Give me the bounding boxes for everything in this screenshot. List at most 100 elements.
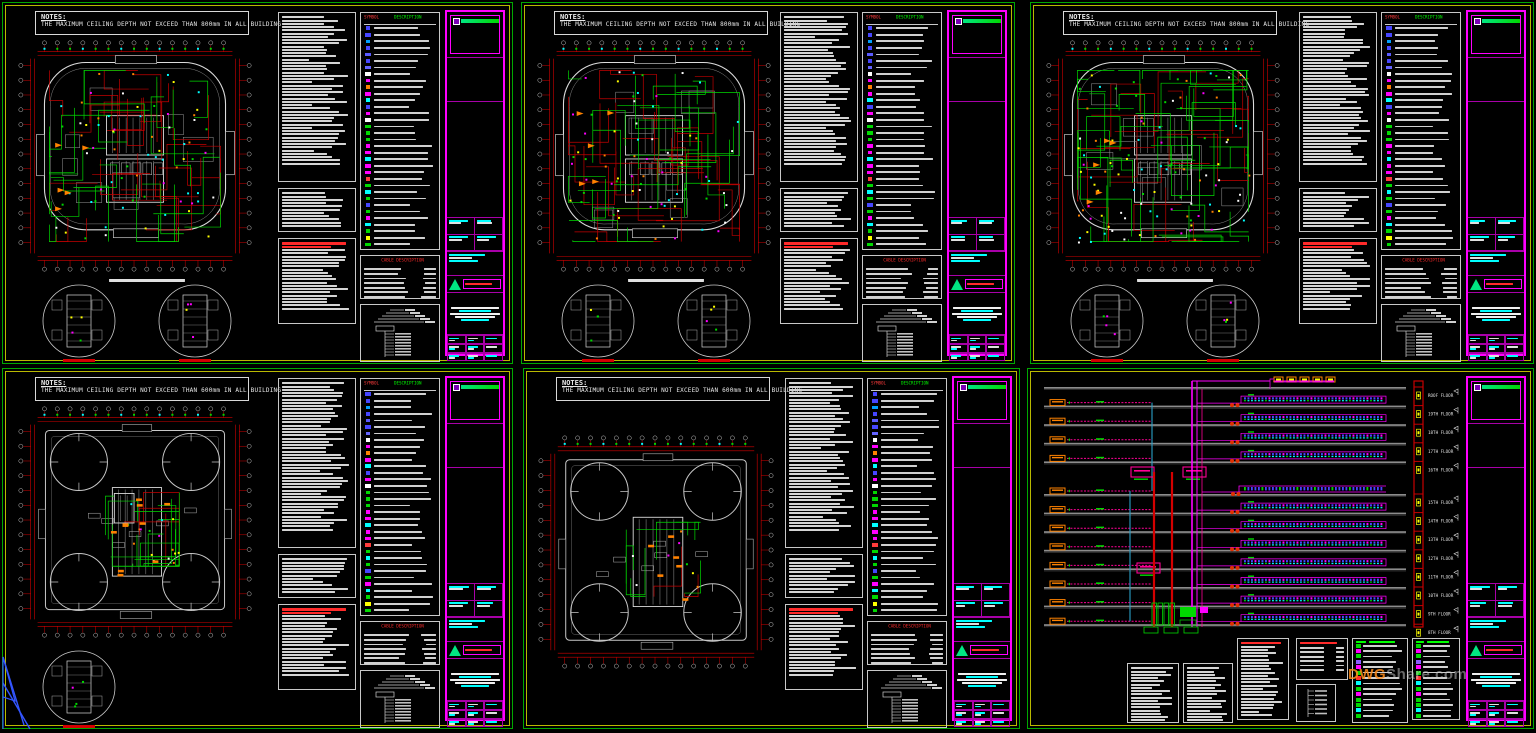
sheet-typical-floor-plan-2[interactable]: NOTES: THE MAXIMUM CEILING DEPTH NOT EXC… [521,2,1015,364]
symtable-symbol [1356,665,1361,670]
text-line [1470,339,1476,342]
text-line [784,262,826,265]
text-line [789,564,855,567]
text-line [1507,721,1518,723]
cable-table-row [871,651,943,656]
text-line [374,171,425,174]
text-line [1131,719,1166,722]
text-line [789,457,840,459]
text-line [109,279,185,281]
legend-row [364,235,436,242]
title-grid-cell [1468,335,1487,344]
symtable-symbol [1356,676,1361,681]
legend-symbol-icon [1385,72,1393,76]
floor-plan-drawing[interactable] [530,33,778,279]
legend-symbol-icon [866,216,874,220]
symtable-symbol [1356,649,1361,654]
legend-row [364,607,436,614]
key-plan-drawing[interactable] [1183,283,1263,367]
floor-plan-drawing[interactable] [532,399,780,705]
sheet-typical-floor-plan-3[interactable]: NOTES: THE MAXIMUM CEILING DEPTH NOT EXC… [1030,2,1534,364]
text-line [1362,661,1396,663]
legend-symbol-icon [364,510,372,514]
cable-table-row [364,642,436,647]
text-line [965,675,999,678]
text-line [956,585,974,588]
legend-symbol-icon [1385,229,1393,234]
text-line [876,223,924,226]
text-line [1362,671,1393,674]
symtable-row [1356,659,1404,664]
text-line [963,318,991,321]
text-line [876,27,929,30]
key-plan-drawing[interactable] [1067,283,1147,367]
key-plan-drawing[interactable] [674,283,754,367]
legend-row-desc [881,517,943,520]
legend-row-desc [1395,171,1457,174]
symtable-row [1416,686,1456,691]
key-plan-drawing[interactable] [155,283,235,367]
legend-row [364,450,436,457]
text-line [876,119,924,121]
legend-row-desc [881,432,943,435]
text-line [969,357,976,359]
legend-row-desc [1395,217,1457,220]
text-line [282,100,348,103]
key-plan-drawing[interactable] [39,283,119,367]
floor-plan-drawing[interactable] [11,399,259,645]
title-block-blank-zone-tall [447,468,503,584]
keyplan-strip [21,645,251,729]
legend-row-desc [881,491,943,494]
text-line [449,219,468,222]
text-line [951,219,967,222]
legend-row-desc [374,66,436,69]
text-line [282,126,312,129]
consultant-triangle-logo [1470,644,1482,656]
text-line [876,125,932,128]
text-line [1303,94,1370,97]
legend-symbol-icon [364,464,372,469]
title-block-fields-b [954,618,1010,642]
legend-symbol-icon [364,575,372,580]
legend-row [1385,110,1457,117]
sheet-roof-plan[interactable]: NOTES: THE MAXIMUM CEILING DEPTH NOT EXC… [2,368,513,729]
sheet-typical-floor-plan-1[interactable]: NOTES: THE MAXIMUM CEILING DEPTH NOT EXC… [2,2,513,364]
legend-row-desc [374,191,436,193]
title-grid-cell [972,709,992,719]
key-plan-drawing[interactable] [558,283,638,367]
text-line [1303,117,1361,119]
text-line [423,291,436,294]
legend-symbol-icon [871,451,879,455]
text-line [956,604,965,607]
legend-row [866,84,938,91]
text-line [1395,138,1449,141]
text-line [984,604,996,607]
text-line [282,479,349,482]
text-line [1470,357,1476,359]
floor-plan-drawing[interactable] [11,33,259,279]
legend-symbol-header-cell: SYMBOL [364,381,390,390]
text-line [374,151,428,154]
field-row [954,600,1010,617]
text-line [789,489,853,492]
secondary-notes-block [780,188,858,232]
text-line [1303,58,1343,61]
legend-row [364,535,436,542]
secondary-notes-block [785,554,863,598]
cable-table-row [364,647,436,652]
text-line [282,453,342,456]
text-line [374,478,432,481]
field-cell [447,600,475,616]
text-line [477,604,491,607]
floor-plan-drawing[interactable] [1039,33,1287,279]
legend-row [364,77,436,84]
key-plan-drawing[interactable] [39,649,119,733]
field-cell [1496,234,1524,250]
sheet-upper-roof-plan[interactable]: NOTES: THE MAXIMUM CEILING DEPTH NOT EXC… [523,368,1020,729]
title-block-blank-zone [954,424,1010,468]
symtable-symbol [1356,708,1361,713]
legend-row [871,607,943,614]
text-line [923,282,938,284]
